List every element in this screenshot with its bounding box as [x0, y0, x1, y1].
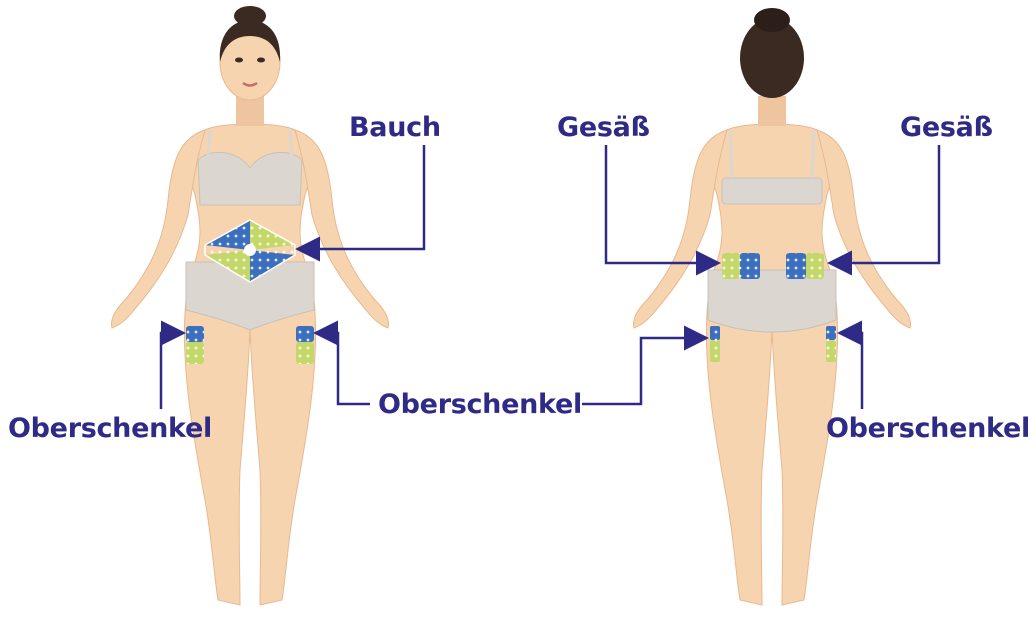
label-oberschenkel-front-right: Oberschenkel: [378, 391, 582, 418]
back-left-thigh-pad: [710, 326, 720, 362]
label-gesaess-right: Gesäß: [900, 114, 993, 141]
front-eye-right: [257, 58, 265, 63]
back-right-glute-pad: [786, 253, 824, 279]
back-legs: [706, 300, 837, 605]
callout-back-left-thigh: [582, 338, 704, 404]
back-figure: [634, 8, 911, 605]
label-oberschenkel-back-right: Oberschenkel: [826, 415, 1030, 442]
front-figure: [112, 6, 389, 605]
callout-front-right-thigh: [318, 333, 370, 404]
front-hair-bun: [234, 6, 266, 26]
front-legs: [184, 300, 315, 605]
front-right-thigh-pad: [296, 326, 314, 364]
back-hair-bun: [754, 8, 790, 32]
label-oberschenkel-front-left: Oberschenkel: [8, 415, 212, 442]
front-eye-left: [235, 58, 243, 63]
back-right-thigh-pad: [826, 326, 836, 362]
front-left-thigh-pad: [186, 326, 204, 364]
callout-back-right-thigh: [842, 333, 862, 409]
label-bauch: Bauch: [349, 114, 441, 141]
callout-front-left-thigh: [161, 333, 181, 409]
back-neck: [758, 96, 786, 126]
back-left-glute-pad: [722, 253, 760, 279]
label-gesaess-left: Gesäß: [557, 114, 650, 141]
back-briefs: [708, 270, 836, 332]
back-bra-strap: [722, 178, 822, 204]
